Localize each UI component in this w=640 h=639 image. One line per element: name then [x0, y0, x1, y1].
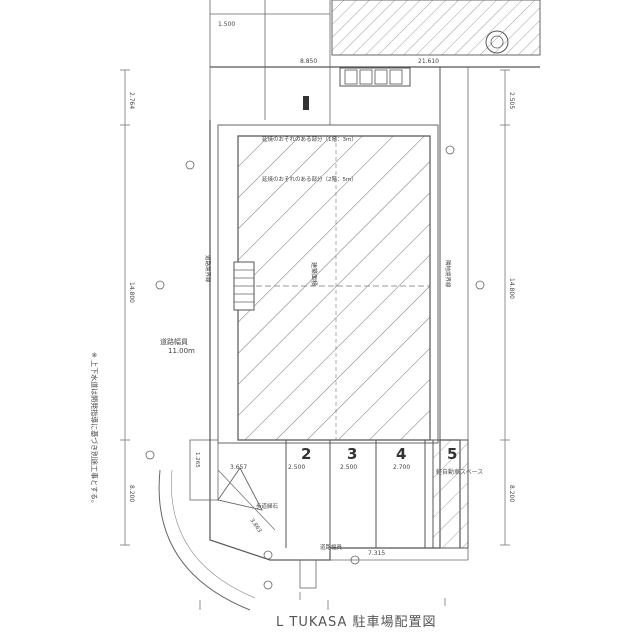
survey-marks — [145, 145, 485, 590]
bottom-ticks — [199, 592, 446, 610]
parking-number: 4 — [396, 445, 406, 463]
corner-diagonal — [217, 469, 276, 531]
dim-top-center: 8.850 — [300, 58, 317, 65]
tree-symbol — [490, 35, 504, 49]
site-boundary-label: 隣地境界線 — [444, 260, 452, 288]
dim-slot-2: 2.500 — [288, 464, 305, 471]
building-outline — [217, 124, 439, 444]
dim-bottom: 7.315 — [368, 550, 385, 557]
dim-right-low: 8.200 — [508, 485, 515, 502]
bottom-road-strip — [299, 559, 317, 589]
hatch-note-a: 延焼のおそれのある部分（1階：3m） — [262, 135, 357, 143]
road-boundary-label: 道路境界線 — [204, 255, 212, 283]
left-dim-ticks — [120, 69, 130, 546]
building-area-label: 建築面積 — [310, 262, 318, 286]
right-dim-ticks — [500, 69, 510, 546]
parking-slot-lines — [238, 439, 440, 548]
dim-right-top: 2.505 — [508, 92, 515, 109]
stair-steps — [234, 269, 254, 303]
dim-left-low: 8.200 — [128, 485, 135, 502]
dim-corner: 3.863 — [248, 518, 262, 535]
parking-number: 5 — [447, 445, 457, 463]
bottom-width-label: 道路幅員 — [320, 543, 343, 551]
dim-slot-left: 3.657 — [230, 464, 247, 471]
light-car-note: 軽自動車スペース — [436, 468, 483, 476]
dim-top-right: 21.610 — [418, 58, 439, 65]
dark-marker — [303, 96, 309, 110]
parking-number: 2 — [301, 445, 311, 463]
road-width-label: 道路幅員 — [160, 337, 188, 346]
meter-boxes — [344, 69, 403, 85]
parking-number: 3 — [347, 445, 357, 463]
dim-right-mid: 14.800 — [508, 278, 515, 299]
left-utility-box — [189, 439, 219, 501]
dim-slot-3: 2.500 — [340, 464, 357, 471]
vertical-note: ※ 上下水道は開発指導に基づき別途工事とする。 — [90, 352, 99, 507]
curb-label: 歩道縁石 — [256, 502, 279, 510]
curb-arc — [158, 469, 251, 611]
meter-box-row — [339, 67, 411, 87]
parking-slot-5-hatch — [432, 439, 469, 549]
drawing-caption: L TUKASA 駐車場配置図 — [276, 615, 437, 630]
dim-left-top: 2.764 — [128, 92, 135, 109]
curb-arc-inner — [171, 469, 256, 599]
neighbor-hatched-zone — [331, 0, 541, 56]
tree-symbol — [485, 30, 509, 54]
dim-slot-4: 2.700 — [393, 464, 410, 471]
dim-left-small: 1.265 — [194, 452, 200, 468]
dim-top-left: 1.500 — [218, 21, 235, 28]
dim-left-mid: 14.800 — [128, 282, 135, 303]
corner-triangle — [217, 467, 263, 511]
hatch-note-b: 延焼のおそれのある部分（2階：5m） — [262, 175, 357, 183]
road-width-value: 11.00m — [168, 347, 195, 355]
